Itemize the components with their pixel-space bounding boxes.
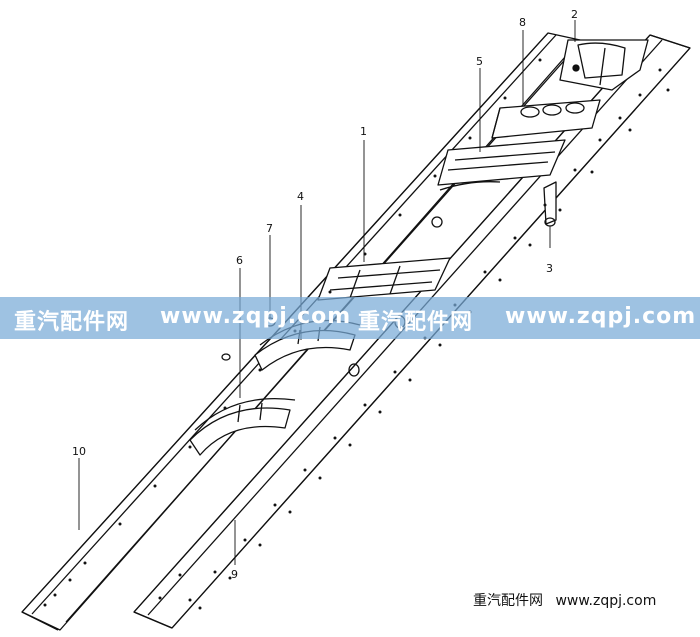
crossmember-8	[491, 99, 601, 139]
curved-crossmember-6	[189, 397, 296, 456]
callout-3: 3	[546, 262, 553, 275]
callout-8: 8	[519, 16, 526, 29]
watermark-banner: 重汽配件网 www.zqpj.com 重汽配件网 www.zqpj.com	[0, 297, 700, 339]
callout-4: 4	[297, 190, 304, 203]
hanger-bolt	[348, 363, 360, 377]
hanger-bolt	[431, 216, 443, 228]
footer-brand: 重汽配件网	[473, 593, 543, 609]
watermark-brand-left: 重汽配件网	[14, 310, 130, 335]
footer-watermark: 重汽配件网 www.zqpj.com	[473, 590, 656, 610]
callout-9: 9	[231, 568, 238, 581]
watermark-url-right: www.zqpj.com	[505, 304, 697, 329]
callout-2: 2	[571, 8, 578, 21]
callout-7: 7	[266, 222, 273, 235]
watermark-brand-center: 重汽配件网	[358, 310, 474, 335]
watermark-url-left: www.zqpj.com	[160, 304, 352, 329]
callout-1: 1	[360, 125, 367, 138]
callout-5: 5	[476, 55, 483, 68]
callout-10: 10	[72, 445, 86, 458]
crossmember-1	[317, 257, 451, 301]
callout-6: 6	[236, 254, 243, 267]
front-crossmember	[559, 39, 649, 91]
footer-url: www.zqpj.com	[555, 593, 657, 609]
crossmember-5	[437, 139, 566, 191]
